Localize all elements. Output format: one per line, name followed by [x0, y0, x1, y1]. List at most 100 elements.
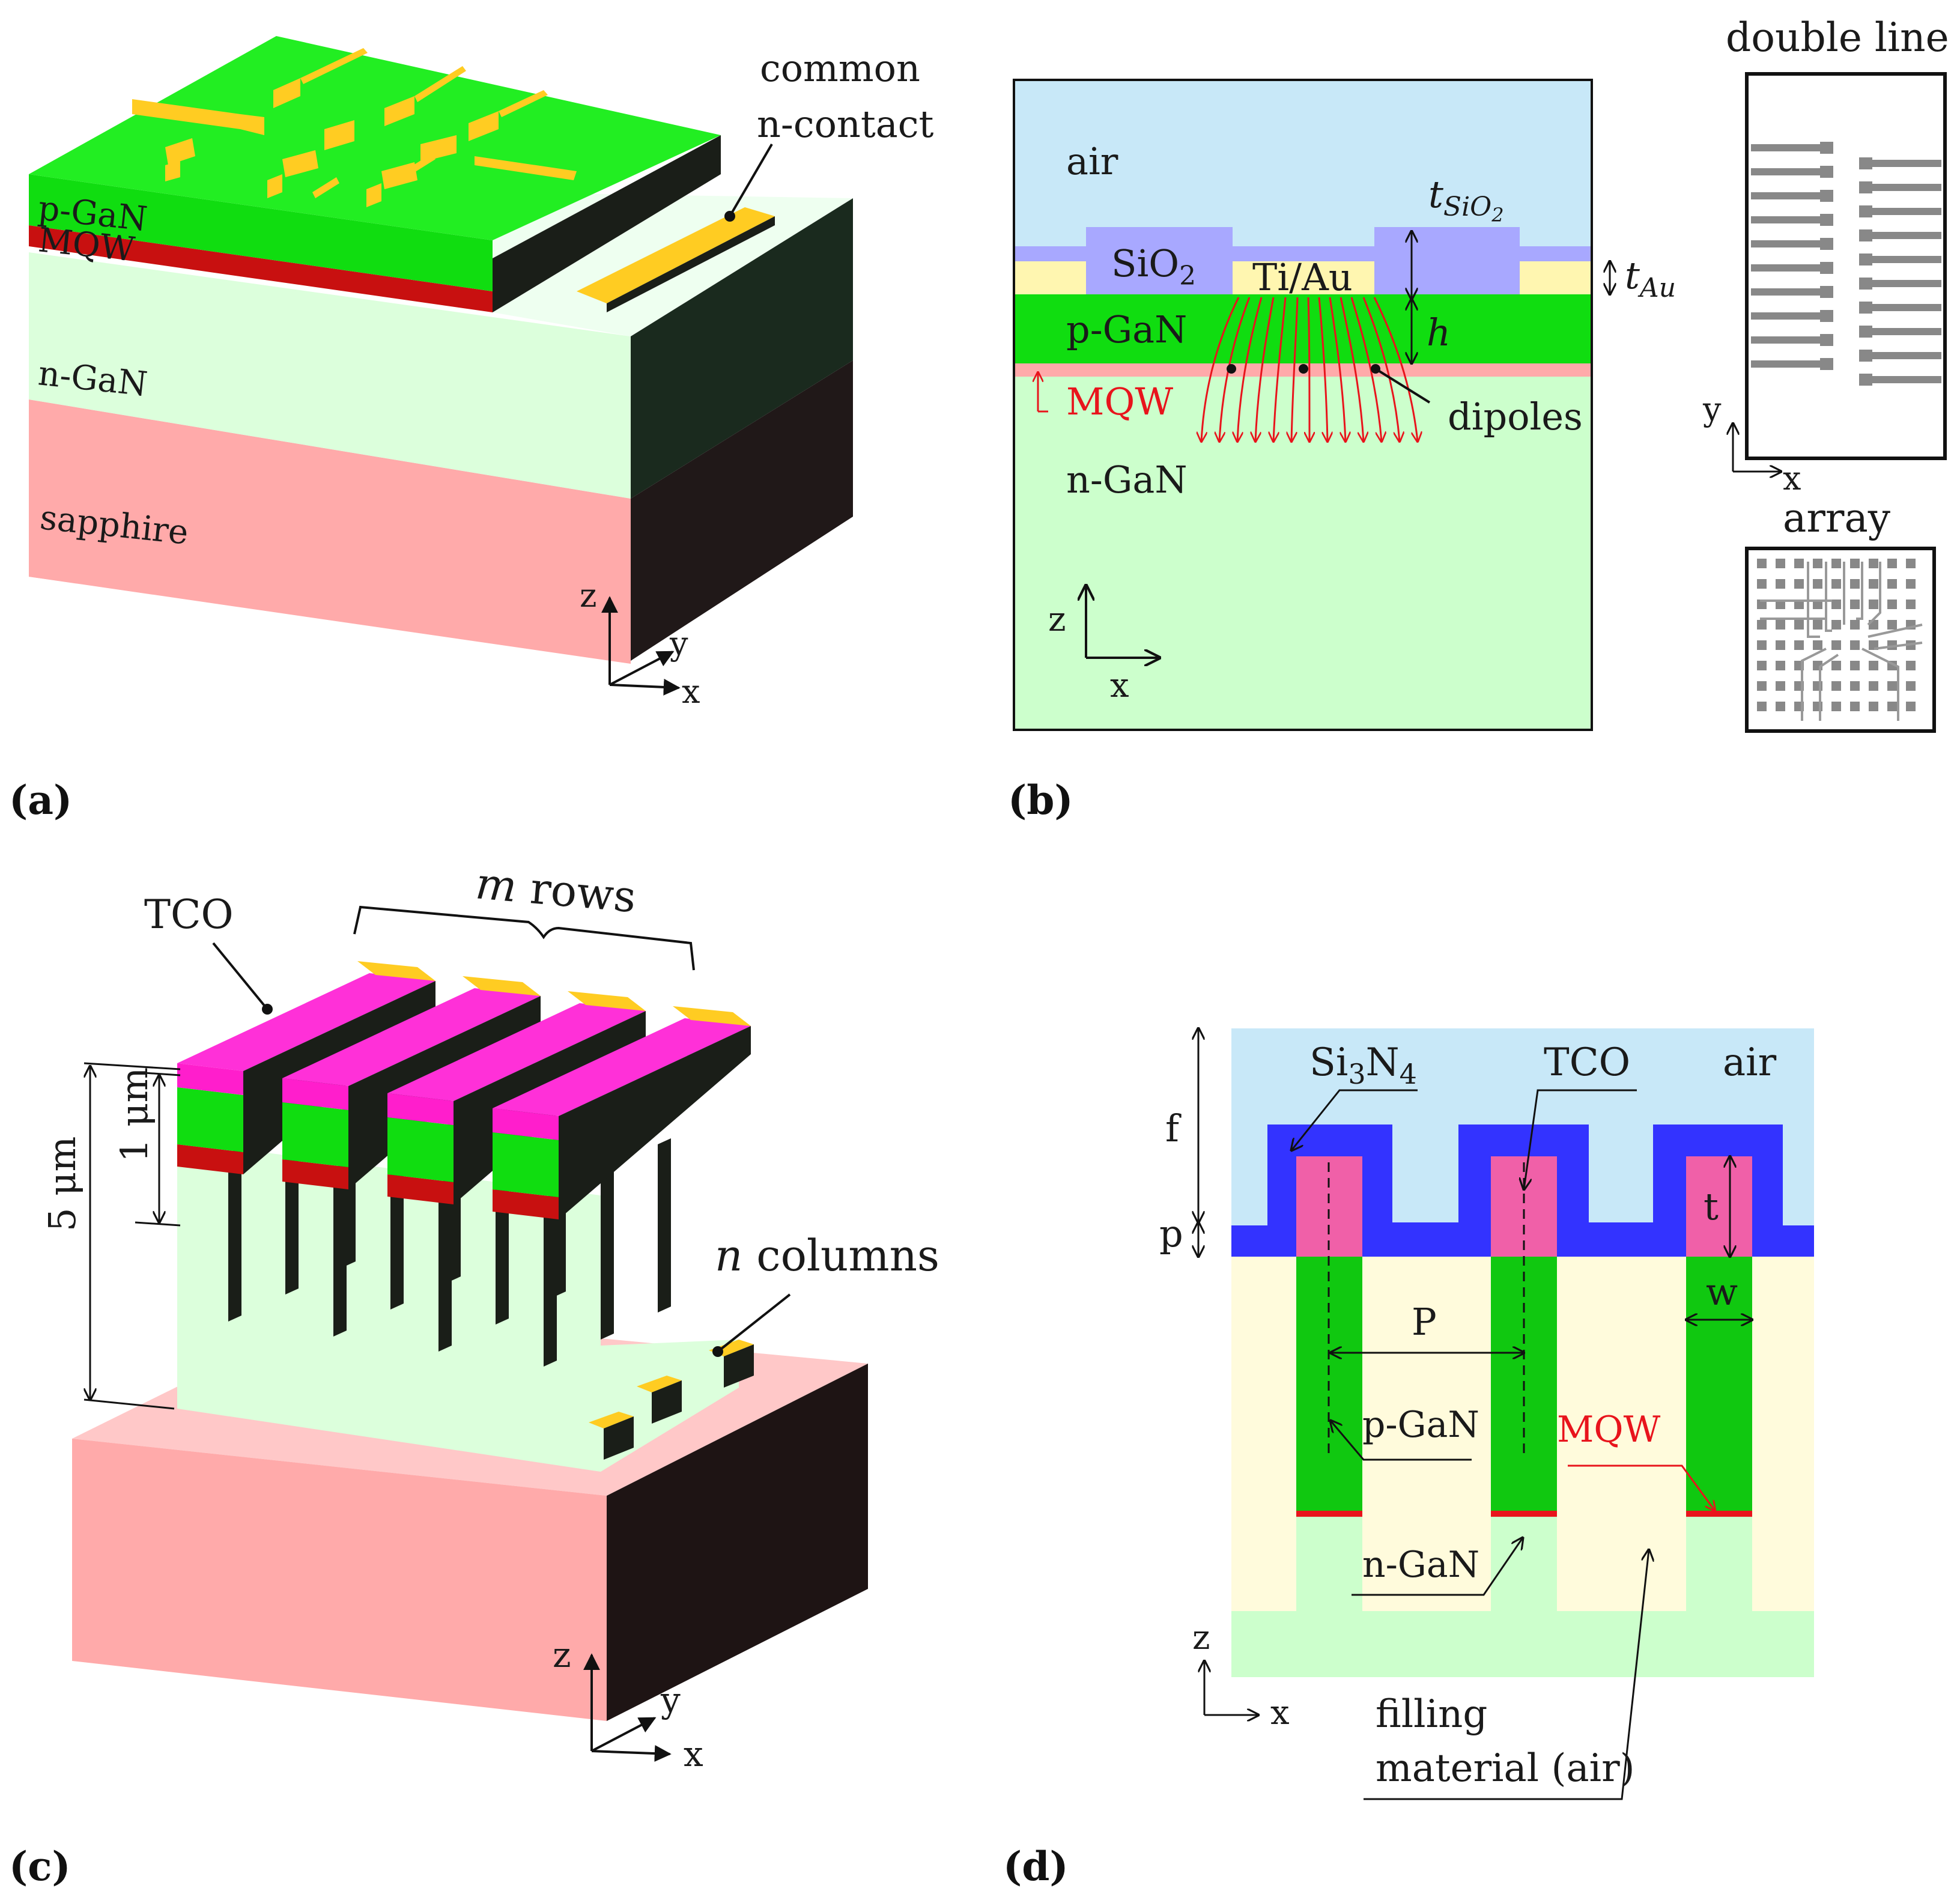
- d-f-label: f: [1165, 1106, 1182, 1150]
- d-leaders: [1198, 1028, 1752, 1800]
- c-axis-z: z: [553, 1634, 571, 1675]
- column-slab: [658, 1138, 671, 1313]
- c-dims: [84, 1062, 181, 1410]
- c-tco-label: TCO: [144, 891, 234, 938]
- array-pad: [1813, 640, 1822, 650]
- b-dims: [1412, 231, 1610, 363]
- b-tiau-center: [1233, 261, 1374, 294]
- array-pad: [1776, 661, 1785, 670]
- row-tco-top: [387, 1003, 646, 1101]
- b-double-line-left: [1751, 142, 1833, 370]
- c-n-pads: [589, 1340, 754, 1460]
- n-contact-bar-side: [607, 216, 775, 312]
- c-rows: [177, 961, 751, 1367]
- b-inset-array: [1745, 547, 1936, 733]
- array-pad: [1757, 579, 1767, 589]
- c-rows-brace: [353, 905, 695, 971]
- panel-b-tag: (b): [1008, 777, 1073, 824]
- p-gan-top-a: [29, 36, 721, 240]
- array-pad: [1831, 579, 1841, 589]
- c-n-dot: [712, 1346, 723, 1357]
- array-pad: [1850, 599, 1860, 609]
- b-inset-double-line-title: double line: [1726, 14, 1949, 61]
- panel-d: Si3N4 TCO air f p t w P p-GaN MQW n-GaN …: [1003, 1028, 1814, 1890]
- d-mqw-3: [1686, 1511, 1752, 1517]
- column-slab: [544, 1192, 557, 1367]
- array-pad: [1776, 681, 1785, 691]
- a-axis-x: x: [682, 673, 700, 711]
- d-axes: z x: [1192, 1618, 1290, 1732]
- c-rows-label: m rows: [474, 858, 639, 922]
- c-axes: z y x: [553, 1634, 703, 1774]
- a-axis-y: y: [669, 625, 688, 663]
- b-sio2-left: [1086, 227, 1233, 294]
- d-pgan-3: [1686, 1257, 1752, 1512]
- row-mqw: [387, 1174, 454, 1204]
- array-pad: [1776, 579, 1785, 589]
- c-axis-y: y: [660, 1680, 681, 1720]
- column-slab: [228, 1147, 241, 1322]
- c-axis-x: x: [684, 1734, 703, 1774]
- row-mqw: [493, 1189, 559, 1219]
- d-mqw-1: [1296, 1511, 1362, 1517]
- row-pad: [568, 991, 646, 1011]
- row-tco-front: [282, 1078, 348, 1110]
- array-pad: [1887, 559, 1897, 568]
- array-pad: [1776, 702, 1785, 711]
- b-mqw-label: MQW: [1066, 380, 1173, 423]
- array-pad: [1850, 579, 1860, 589]
- b-pgan: [1014, 294, 1592, 363]
- array-pad: [1794, 579, 1804, 589]
- column-slab: [438, 1177, 452, 1352]
- d-pgan-label: p-GaN: [1362, 1404, 1479, 1446]
- c-1um-label: 1 μm: [112, 1067, 156, 1162]
- b-axes: z x: [1048, 586, 1159, 705]
- row-pgan: [177, 1087, 243, 1152]
- array-pad: [1831, 702, 1841, 711]
- array-pad: [1776, 620, 1785, 630]
- a-axis-z: z: [580, 577, 596, 615]
- array-pad: [1869, 661, 1878, 670]
- array-pad: [1850, 661, 1860, 670]
- panel-c: TCO m rows n columns 5 μm 1 μm z y x (c): [9, 858, 939, 1890]
- d-ngan: [1231, 1611, 1814, 1677]
- array-pad: [1813, 620, 1822, 630]
- array-pad: [1831, 640, 1841, 650]
- row-mqw: [177, 1144, 243, 1174]
- array-pad: [1887, 620, 1897, 630]
- column-slab: [601, 1165, 614, 1340]
- b-air: [1014, 80, 1592, 246]
- d-tco-label: TCO: [1544, 1040, 1630, 1085]
- b-sio2-label: SiO2: [1111, 241, 1196, 291]
- a-contact-dot: [724, 211, 735, 222]
- d-tco-2: [1491, 1156, 1557, 1257]
- c-columns-label: n columns: [715, 1230, 939, 1281]
- panel-a: common n-contact p-GaN MQW n-GaN sapphir…: [9, 36, 933, 824]
- d-filling-label-2: material (air): [1376, 1746, 1635, 1791]
- d-tco-1: [1296, 1156, 1362, 1257]
- row-tco-front: [387, 1093, 454, 1125]
- panel-b: air SiO2 Ti/Au p-GaN MQW n-GaN dipoles t…: [1008, 14, 1949, 824]
- array-pad: [1794, 640, 1804, 650]
- b-h-label: h: [1427, 311, 1451, 354]
- d-w-label: w: [1706, 1270, 1738, 1314]
- array-pad: [1813, 579, 1822, 589]
- d-axis-z: z: [1192, 1618, 1210, 1657]
- array-pad: [1906, 661, 1916, 670]
- array-pad: [1869, 559, 1878, 568]
- panel-a-tag: (a): [9, 777, 72, 824]
- array-pad: [1887, 702, 1897, 711]
- array-pad: [1850, 640, 1860, 650]
- array-pad: [1887, 579, 1897, 589]
- d-mqw-2: [1491, 1511, 1557, 1517]
- b-frame: [1013, 79, 1593, 731]
- array-pad: [1757, 681, 1767, 691]
- panel-d-tag: (d): [1003, 1843, 1069, 1890]
- row-pgan: [387, 1117, 454, 1182]
- a-contacts: [132, 48, 577, 207]
- c-tco-dot: [262, 1004, 273, 1015]
- b-sio2-right: [1374, 227, 1520, 294]
- d-air-label: air: [1723, 1040, 1777, 1085]
- sapphire-front-face: [29, 399, 631, 661]
